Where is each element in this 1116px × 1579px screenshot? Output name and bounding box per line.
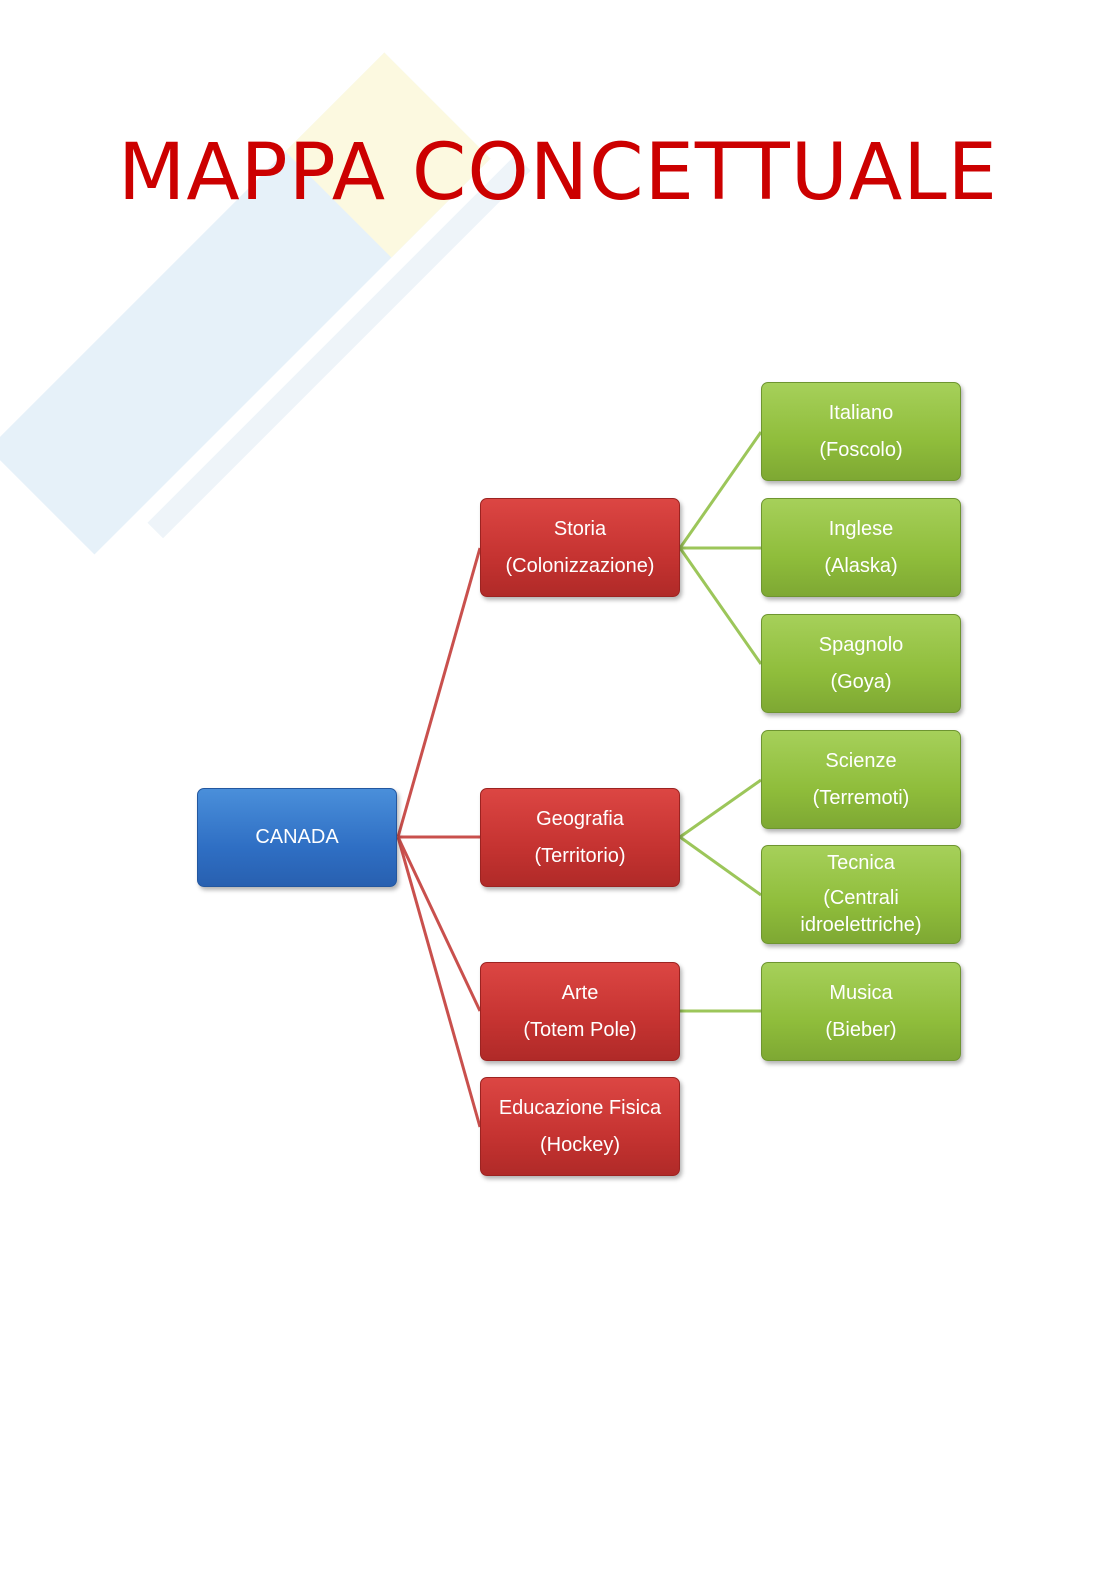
line-canada-arte bbox=[396, 836, 482, 1012]
node-italiano: Italiano (Foscolo) bbox=[761, 382, 961, 481]
node-label: Italiano bbox=[828, 401, 894, 424]
node-scienze: Scienze (Terremoti) bbox=[761, 730, 961, 829]
line-storia-spagnolo bbox=[678, 547, 763, 665]
node-topic: (Totem Pole) bbox=[523, 1018, 637, 1041]
node-label: Geografia bbox=[536, 807, 624, 830]
node-topic-cont: idroelettriche) bbox=[800, 914, 922, 936]
page-title: MAPPA CONCETTUALE bbox=[118, 128, 998, 218]
node-label: Spagnolo bbox=[818, 633, 904, 656]
line-geografia-tecnica bbox=[679, 835, 762, 897]
node-label: Tecnica bbox=[827, 852, 895, 874]
node-topic: (Terremoti) bbox=[812, 786, 910, 809]
node-topic: (Hockey) bbox=[539, 1133, 620, 1156]
line-canada-educazione bbox=[396, 836, 482, 1128]
node-geografia: Geografia (Territorio) bbox=[480, 788, 680, 887]
node-tecnica: Tecnica (Centrali idroelettriche) bbox=[761, 845, 961, 944]
node-educazione-fisica: Educazione Fisica (Hockey) bbox=[480, 1077, 680, 1176]
node-label: Scienze bbox=[825, 749, 897, 772]
node-inglese: Inglese (Alaska) bbox=[761, 498, 961, 597]
node-topic: (Goya) bbox=[830, 670, 892, 693]
node-label: Inglese bbox=[828, 517, 894, 540]
node-arte: Arte (Totem Pole) bbox=[480, 962, 680, 1061]
node-topic: (Alaska) bbox=[824, 554, 898, 577]
node-label: CANADA bbox=[255, 826, 339, 848]
line-storia-italiano bbox=[678, 431, 763, 549]
line-geografia-scienze bbox=[679, 778, 762, 839]
line-canada-storia bbox=[396, 547, 482, 838]
node-topic: (Colonizzazione) bbox=[505, 554, 655, 577]
node-label: Musica bbox=[829, 981, 893, 1004]
node-musica: Musica (Bieber) bbox=[761, 962, 961, 1061]
node-label: Arte bbox=[561, 981, 599, 1004]
node-storia: Storia (Colonizzazione) bbox=[480, 498, 680, 597]
node-topic: (Foscolo) bbox=[819, 438, 903, 461]
node-topic: (Bieber) bbox=[825, 1018, 897, 1041]
node-label: Storia bbox=[553, 517, 607, 540]
node-topic: (Territorio) bbox=[534, 844, 626, 867]
node-label: Educazione Fisica bbox=[498, 1096, 662, 1119]
node-topic: (Centrali bbox=[823, 887, 899, 909]
node-spagnolo: Spagnolo (Goya) bbox=[761, 614, 961, 713]
node-canada: CANADA bbox=[197, 788, 397, 887]
